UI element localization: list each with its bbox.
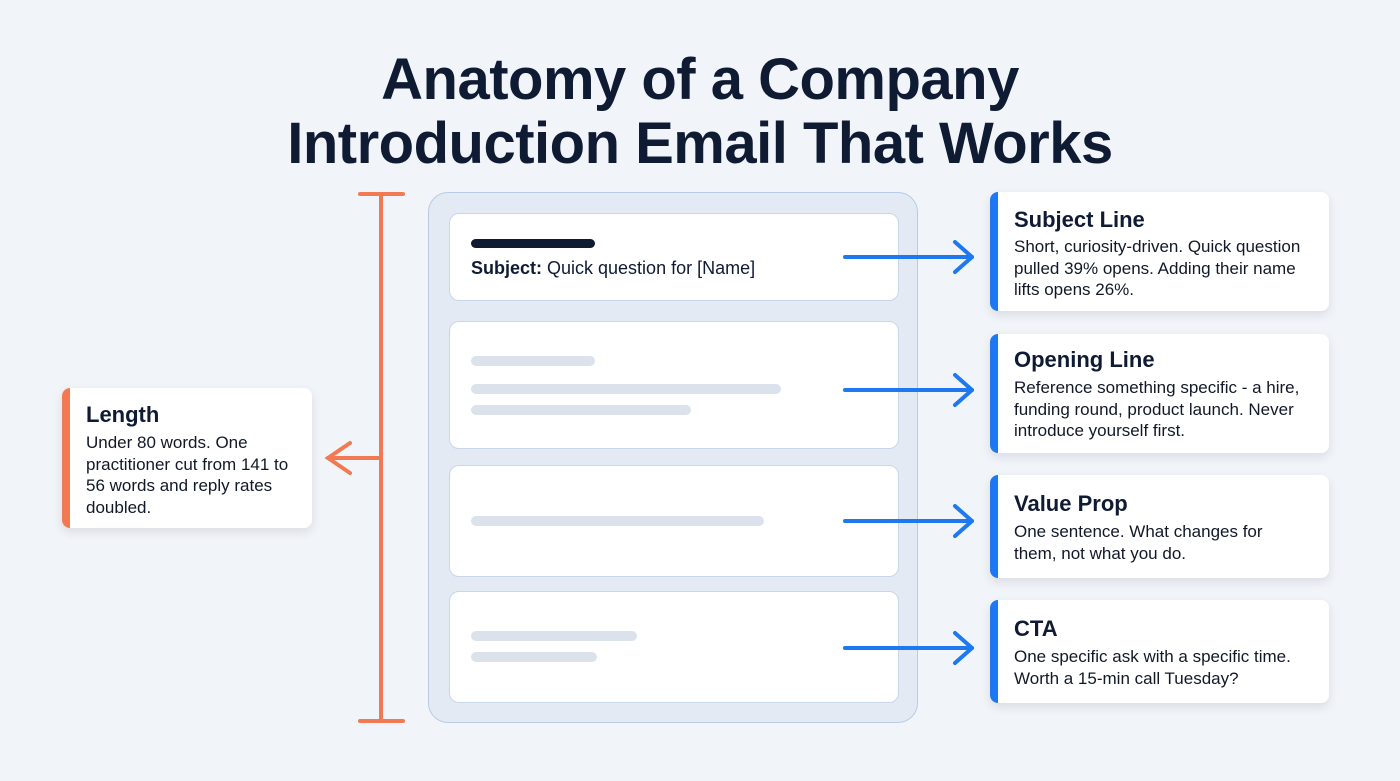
length-bracket-icon xyxy=(324,192,405,723)
callout-title: Subject Line xyxy=(1014,207,1145,232)
subject-label: Subject: xyxy=(471,258,543,278)
callout-length: Length Under 80 words. One practitioner … xyxy=(62,388,312,528)
callout-title: Value Prop xyxy=(1014,491,1128,516)
placeholder-bar xyxy=(471,405,691,415)
email-section-subject: Subject: Quick question for [Name] xyxy=(449,213,899,301)
placeholder-bar xyxy=(471,384,781,394)
callout-body: Reference something specific - a hire, f… xyxy=(1014,378,1300,440)
callout-value-prop: Value Prop One sentence. What changes fo… xyxy=(990,475,1329,578)
subject-line-text: Subject: Quick question for [Name] xyxy=(471,258,755,279)
callout-title: Length xyxy=(86,402,160,427)
email-mockup: Subject: Quick question for [Name] xyxy=(428,192,918,723)
callout-body: One specific ask with a specific time. W… xyxy=(1014,647,1291,688)
title-line-2: Introduction Email That Works xyxy=(287,111,1113,176)
callout-title: Opening Line xyxy=(1014,347,1155,372)
callout-opening-line: Opening Line Reference something specifi… xyxy=(990,334,1329,453)
placeholder-bar xyxy=(471,516,764,526)
placeholder-bar xyxy=(471,356,595,366)
placeholder-bar xyxy=(471,652,597,662)
callout-title: CTA xyxy=(1014,616,1058,641)
callout-body: One sentence. What changes for them, not… xyxy=(1014,522,1263,563)
title-line-1: Anatomy of a Company xyxy=(381,47,1019,112)
callout-body: Short, curiosity-driven. Quick question … xyxy=(1014,237,1301,299)
subject-value: Quick question for [Name] xyxy=(542,258,756,278)
callout-cta: CTA One specific ask with a specific tim… xyxy=(990,600,1329,703)
callout-body: Under 80 words. One practitioner cut fro… xyxy=(86,433,289,517)
accent-bar xyxy=(990,192,998,311)
sender-placeholder-bar xyxy=(471,239,595,248)
email-section-opening-line xyxy=(449,321,899,449)
placeholder-bar xyxy=(471,631,637,641)
callout-subject-line: Subject Line Short, curiosity-driven. Qu… xyxy=(990,192,1329,311)
accent-bar xyxy=(62,388,70,528)
page-title: Anatomy of a Company Introduction Email … xyxy=(0,48,1400,176)
accent-bar xyxy=(990,475,998,578)
accent-bar xyxy=(990,600,998,703)
email-section-cta xyxy=(449,591,899,703)
email-section-value-prop xyxy=(449,465,899,577)
accent-bar xyxy=(990,334,998,453)
